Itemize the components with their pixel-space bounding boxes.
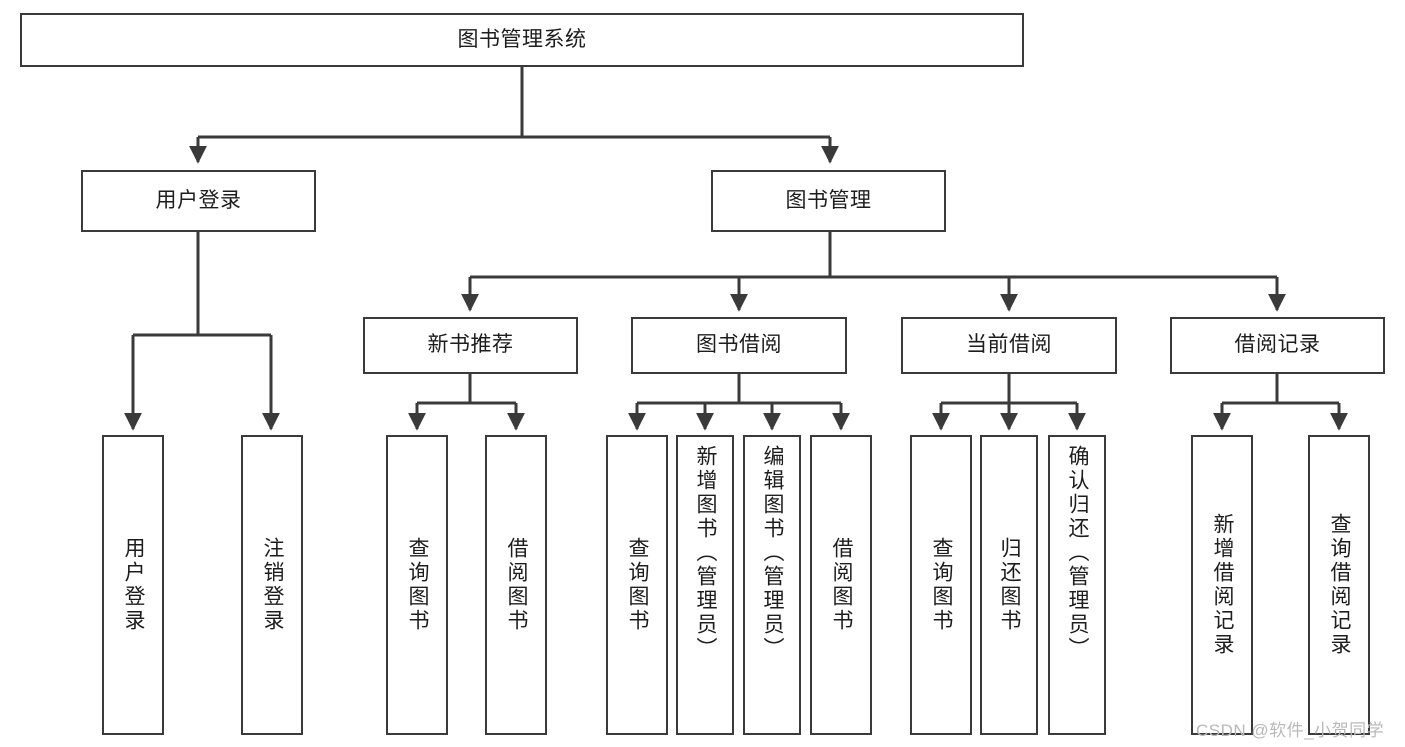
node-book-borrow[interactable]: 图书借阅	[631, 317, 847, 374]
node-leaf-borrow-book-2[interactable]: 借阅图书	[810, 435, 872, 735]
node-leaf-query-book-3[interactable]: 查询图书	[910, 435, 972, 735]
node-root[interactable]: 图书管理系统	[20, 13, 1024, 67]
node-leaf-query-borrow-record[interactable]: 查询借阅记录	[1308, 435, 1370, 735]
node-leaf-return-book-label: 归还图书	[998, 537, 1022, 633]
node-book-management-label: 图书管理	[785, 188, 872, 212]
node-leaf-add-book-admin[interactable]: 新增图书（管理员）	[676, 435, 734, 735]
node-user-login[interactable]: 用户登录	[81, 170, 316, 232]
node-leaf-return-book[interactable]: 归还图书	[980, 435, 1038, 735]
node-new-book-recommend-label: 新书推荐	[427, 333, 514, 357]
node-book-borrow-label: 图书借阅	[696, 333, 782, 357]
csdn-watermark: CSDN @软件_小贺同学	[1196, 721, 1385, 740]
node-leaf-add-borrow-record[interactable]: 新增借阅记录	[1191, 435, 1253, 735]
node-leaf-query-borrow-record-label: 查询借阅记录	[1328, 513, 1352, 657]
node-leaf-logout-label: 注销登录	[261, 537, 285, 633]
node-leaf-user-login[interactable]: 用户登录	[102, 435, 164, 735]
node-leaf-borrow-book-1[interactable]: 借阅图书	[485, 435, 547, 735]
node-leaf-add-borrow-record-label: 新增借阅记录	[1211, 513, 1235, 657]
node-new-book-recommend[interactable]: 新书推荐	[363, 317, 578, 374]
node-current-borrow[interactable]: 当前借阅	[901, 317, 1117, 374]
node-leaf-query-book-3-label: 查询图书	[930, 537, 954, 633]
node-leaf-edit-book-admin[interactable]: 编辑图书（管理员）	[743, 435, 801, 735]
node-leaf-query-book-1-label: 查询图书	[406, 537, 430, 633]
node-leaf-add-book-admin-label: 新增图书（管理员）	[694, 445, 718, 661]
node-leaf-logout[interactable]: 注销登录	[241, 435, 303, 735]
node-leaf-edit-book-admin-label: 编辑图书（管理员）	[761, 445, 785, 661]
node-borrow-record-label: 借阅记录	[1234, 333, 1321, 357]
node-leaf-user-login-label: 用户登录	[122, 537, 146, 633]
node-borrow-record[interactable]: 借阅记录	[1170, 317, 1385, 374]
node-leaf-query-book-1[interactable]: 查询图书	[386, 435, 448, 735]
node-book-management[interactable]: 图书管理	[711, 170, 946, 232]
node-leaf-query-book-2[interactable]: 查询图书	[606, 435, 668, 735]
node-leaf-confirm-return-admin-label: 确认归还（管理员）	[1066, 445, 1090, 661]
node-user-login-label: 用户登录	[155, 188, 242, 212]
node-current-borrow-label: 当前借阅	[966, 333, 1052, 357]
node-leaf-confirm-return-admin[interactable]: 确认归还（管理员）	[1048, 435, 1106, 735]
node-leaf-borrow-book-2-label: 借阅图书	[830, 537, 854, 633]
node-root-label: 图书管理系统	[457, 27, 587, 51]
node-leaf-query-book-2-label: 查询图书	[626, 537, 650, 633]
node-leaf-borrow-book-1-label: 借阅图书	[505, 537, 529, 633]
